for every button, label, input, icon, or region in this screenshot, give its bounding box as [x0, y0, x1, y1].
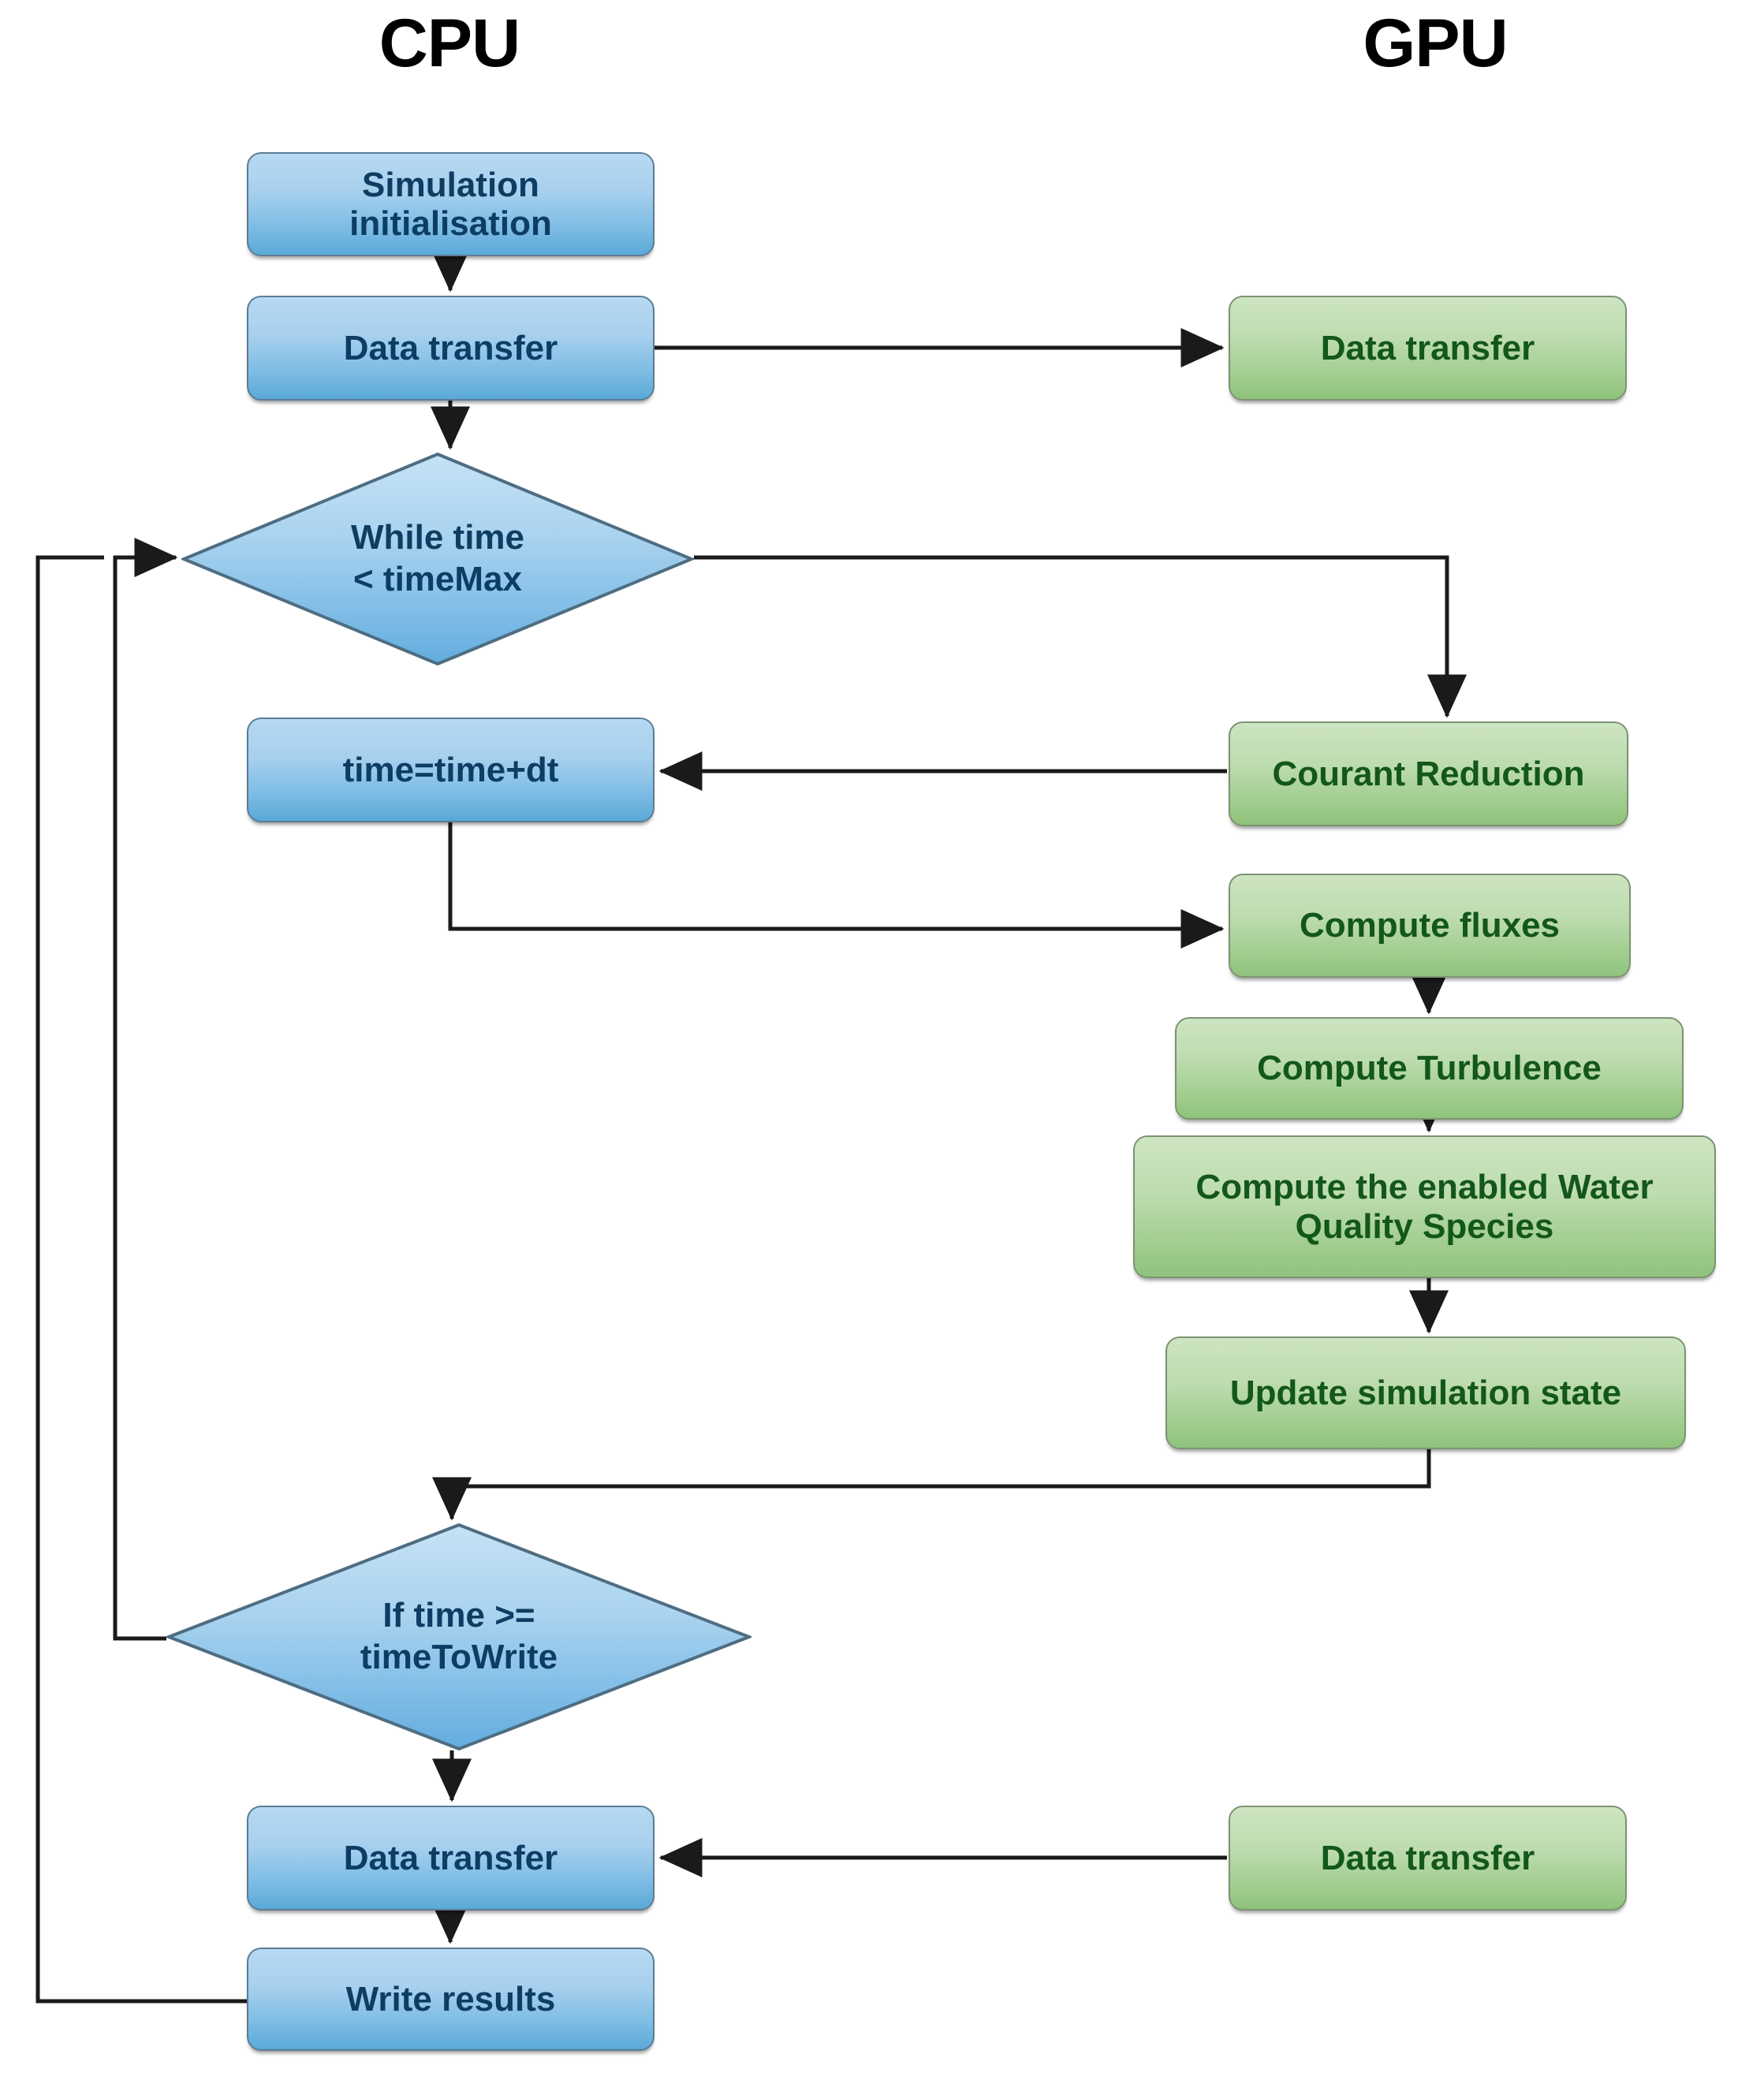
node-gpu-data-transfer-2[interactable]: Data transfer [1229, 1806, 1627, 1910]
node-cpu-data-transfer-2[interactable]: Data transfer [247, 1806, 655, 1910]
if-time-diamond-shape [164, 1523, 754, 1751]
node-cpu-data-transfer-1[interactable]: Data transfer [247, 296, 655, 401]
column-title-cpu: CPU [379, 6, 521, 81]
node-update-simulation-state[interactable]: Update simulation state [1165, 1336, 1686, 1449]
node-compute-water-quality[interactable]: Compute the enabled Water Quality Specie… [1133, 1135, 1716, 1278]
column-title-gpu: GPU [1363, 6, 1508, 81]
node-simulation-initialisation[interactable]: Simulation initialisation [247, 152, 655, 256]
edge-writeresults-to-while [35, 555, 247, 2004]
node-write-results[interactable]: Write results [247, 1948, 655, 2051]
node-while-time-decision[interactable]: While time < timeMax [179, 452, 696, 666]
node-courant-reduction[interactable]: Courant Reduction [1229, 721, 1628, 826]
while-diamond-shape [179, 452, 696, 666]
node-compute-turbulence[interactable]: Compute Turbulence [1175, 1017, 1684, 1120]
edge-timeadvance-to-fluxes [448, 822, 1225, 949]
edge-iftime-to-while [113, 538, 178, 1641]
node-compute-fluxes[interactable]: Compute fluxes [1229, 874, 1631, 978]
node-time-advance[interactable]: time=time+dt [247, 718, 655, 822]
edge-while-to-courant [694, 555, 1467, 718]
node-if-time-to-write-decision[interactable]: If time >= timeToWrite [164, 1523, 754, 1751]
node-gpu-data-transfer-1[interactable]: Data transfer [1229, 296, 1627, 401]
edge-updatestate-to-iftime [432, 1449, 1431, 1521]
